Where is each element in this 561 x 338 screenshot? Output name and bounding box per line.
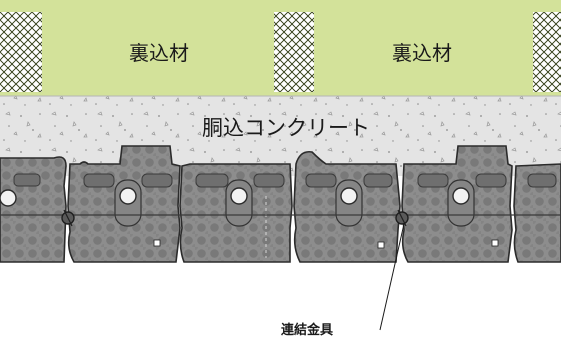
connecting-fitting bbox=[395, 209, 409, 227]
block-slot bbox=[363, 173, 393, 188]
connecting-fitting bbox=[61, 209, 75, 227]
block-slot bbox=[141, 173, 173, 188]
backfill-label: 裏込材 bbox=[392, 41, 452, 65]
block-anchor-hole bbox=[230, 187, 248, 205]
block-slot bbox=[475, 173, 507, 188]
block-slot bbox=[253, 173, 285, 188]
concrete-block bbox=[67, 145, 181, 263]
block-anchor-hole bbox=[340, 187, 358, 205]
concrete-block bbox=[179, 163, 293, 263]
concrete-block bbox=[293, 150, 401, 263]
block-slot bbox=[417, 173, 449, 188]
block-anchor-hole bbox=[0, 189, 17, 207]
block-anchor-hole bbox=[452, 187, 470, 205]
block-outline bbox=[513, 163, 561, 263]
block-slot bbox=[527, 173, 557, 188]
backfill-layer: 裏込材 裏込材 bbox=[0, 0, 561, 96]
fitting-leader-line bbox=[379, 223, 405, 331]
block-stud bbox=[153, 239, 161, 247]
concrete-block bbox=[0, 156, 67, 263]
block-anchor-hole bbox=[119, 187, 137, 205]
block-slot bbox=[305, 173, 337, 188]
gabion-column bbox=[533, 12, 561, 92]
connecting-fitting-label: 連結金具 bbox=[281, 322, 333, 338]
block-stud bbox=[491, 239, 499, 247]
concrete-block-row bbox=[0, 145, 561, 263]
concrete-block bbox=[401, 145, 513, 263]
gabion-column bbox=[274, 12, 314, 92]
block-slot bbox=[83, 173, 115, 188]
block-outline bbox=[0, 156, 67, 263]
gabion-column bbox=[0, 12, 42, 92]
block-stud bbox=[377, 241, 385, 249]
backfill-label: 裏込材 bbox=[129, 41, 189, 65]
fill-concrete-label: 胴込コンクリート bbox=[202, 116, 370, 140]
block-slot bbox=[13, 173, 41, 187]
concrete-block bbox=[513, 163, 561, 263]
block-slot bbox=[195, 173, 229, 188]
